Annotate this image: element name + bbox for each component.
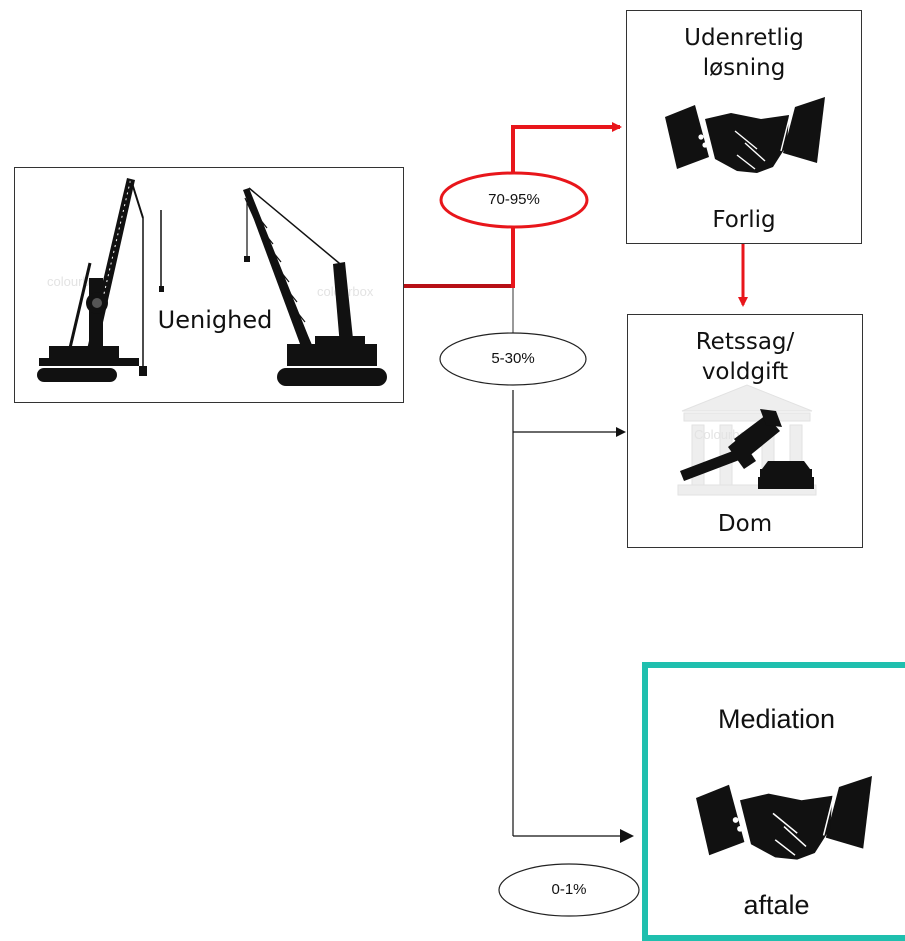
percentage-settlement: 70-95% <box>488 191 540 208</box>
handshake-icon <box>696 776 872 860</box>
settlement-title-line1: Udenretlig <box>684 25 804 51</box>
court-result: Dom <box>717 511 773 537</box>
percentage-mediation: 0-1% <box>551 881 587 898</box>
percentage-court: 5-30% <box>491 350 535 367</box>
source-box: colourbox colourbox <box>14 167 404 403</box>
mediation-box: Mediation aftale <box>642 662 905 941</box>
court-title-line2: voldgift <box>701 359 789 385</box>
source-label: Uenighed <box>157 306 273 334</box>
mediation-result: aftale <box>743 890 810 920</box>
court-box: Retssag/ voldgift Colourbox Dom <box>627 314 863 548</box>
settlement-title-line2: løsning <box>702 55 786 81</box>
gavel-icon <box>680 409 814 489</box>
settlement-result: Forlig <box>712 207 776 233</box>
crawler-crane-icon <box>37 177 387 386</box>
settlement-box: Udenretlig løsning Forlig <box>626 10 862 244</box>
connector-to-settlement <box>511 122 622 288</box>
court-title-line1: Retssag/ <box>695 329 795 355</box>
percentage-ellipse-court <box>439 332 587 386</box>
percentage-ellipse-settlement <box>439 171 589 229</box>
percentage-ellipse-mediation <box>498 863 640 917</box>
handshake-icon <box>665 97 825 173</box>
mediation-title: Mediation <box>717 704 836 734</box>
